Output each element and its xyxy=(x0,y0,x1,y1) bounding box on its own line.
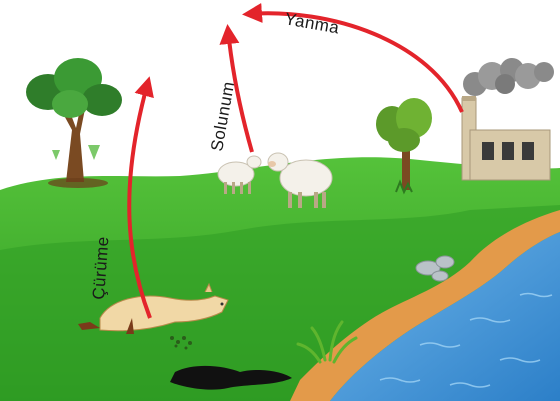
smoke-cloud xyxy=(463,58,554,96)
arrow-burning xyxy=(248,13,462,112)
tree-left xyxy=(26,58,122,188)
label-respiration: Solunum xyxy=(207,80,238,153)
label-burning: Yanma xyxy=(283,9,341,37)
factory xyxy=(462,96,550,180)
